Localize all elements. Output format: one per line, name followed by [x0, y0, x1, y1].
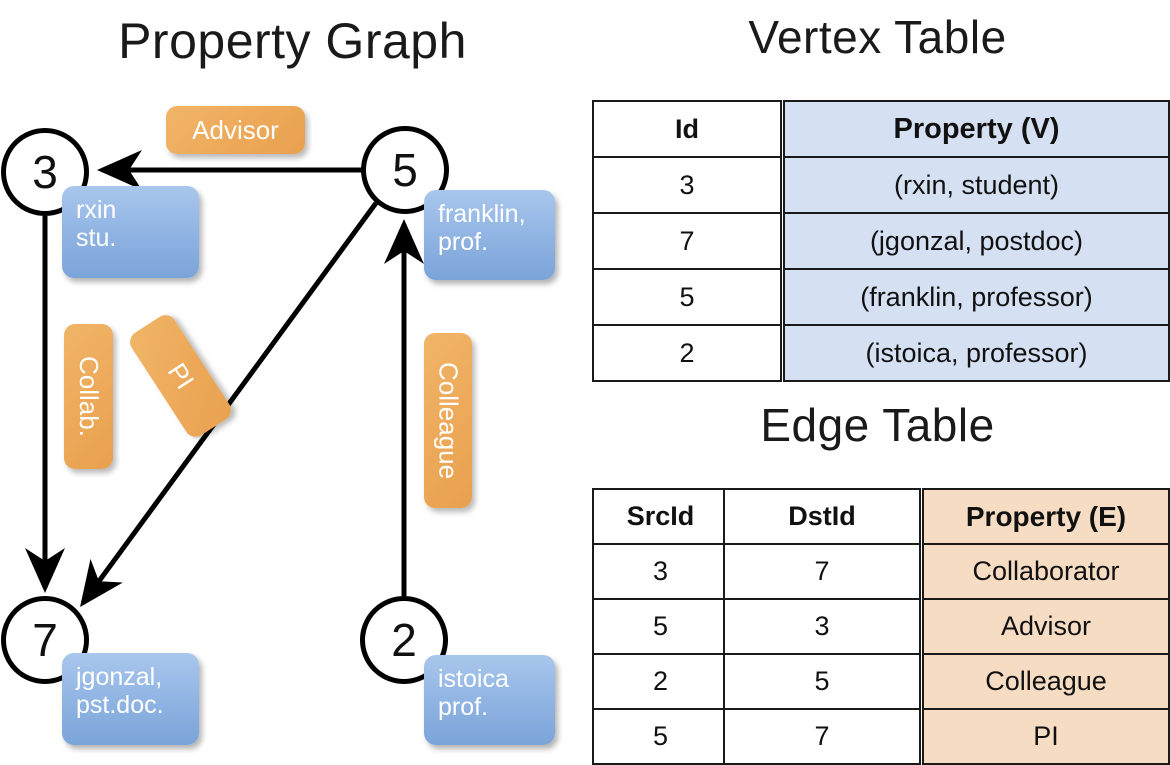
- table-header-row: SrcId: [592, 488, 729, 545]
- table-row[interactable]: (franklin, professor): [783, 268, 1170, 326]
- edge-cell-property: Advisor: [922, 598, 1170, 655]
- edge-cell-srcid: 5: [592, 708, 729, 765]
- edge-cell-dstid: 7: [723, 708, 921, 765]
- vertex-prop-line-2: pst.doc.: [76, 691, 164, 719]
- edge-label-text: Colleague: [433, 361, 464, 480]
- node-id-label: 3: [32, 146, 58, 198]
- vertex-cell-property: (jgonzal, postdoc): [783, 212, 1170, 270]
- vertex-prop-line-1: jgonzal,: [76, 663, 163, 691]
- table-row[interactable]: 5: [592, 708, 729, 765]
- table-row[interactable]: 3: [723, 598, 921, 655]
- edge-header-dstid: DstId: [723, 488, 921, 545]
- table-header-row: Property (V): [783, 100, 1170, 158]
- vertex-cell-property: (franklin, professor): [783, 268, 1170, 326]
- edge-cell-property: Colleague: [922, 653, 1170, 710]
- vertex-property-column-table: Property (V) (rxin, student) (jgonzal, p…: [783, 100, 1170, 382]
- edge-property-column-table: Property (E) Collaborator Advisor Collea…: [922, 488, 1170, 765]
- edge-cell-dstid: 3: [723, 598, 921, 655]
- graph-node-2[interactable]: 2: [360, 596, 448, 684]
- table-row[interactable]: 5: [592, 598, 729, 655]
- table-header-row: DstId: [723, 488, 921, 545]
- vertex-table-title: Vertex Table: [748, 11, 1007, 63]
- node-id-label: 7: [32, 614, 58, 666]
- vertex-prop-line-2: prof.: [438, 228, 489, 256]
- edge-cell-property: PI: [922, 708, 1170, 765]
- edge-label-text: Advisor: [192, 114, 279, 145]
- vertex-prop-line-1: franklin,: [438, 200, 526, 228]
- vertex-header-id: Id: [592, 100, 782, 158]
- vertex-cell-id: 3: [592, 156, 782, 214]
- table-header-row: Property (E): [922, 488, 1170, 545]
- edge-cell-dstid: 7: [723, 543, 921, 600]
- vertex-prop-line-2: stu.: [76, 224, 117, 252]
- vertex-cell-id: 5: [592, 268, 782, 326]
- edge-cell-srcid: 3: [592, 543, 729, 600]
- edge-header-property: Property (E): [922, 488, 1170, 545]
- node-id-label: 2: [391, 614, 417, 666]
- edge-label-text: Collab.: [74, 356, 104, 437]
- table-header-row: Id: [592, 100, 782, 158]
- edge-label-advisor[interactable]: Advisor: [166, 106, 305, 154]
- table-row[interactable]: 3: [592, 156, 782, 214]
- table-row[interactable]: (istoica, professor): [783, 324, 1170, 382]
- edge-label-collab[interactable]: Collab.: [64, 324, 113, 469]
- edge-label-colleague[interactable]: Colleague: [424, 333, 472, 508]
- edge-table-panel: Edge Table SrcId 3 5 2 5 DstId 7 3 5: [585, 385, 1170, 765]
- edge-cell-srcid: 5: [592, 598, 729, 655]
- graph-title: Property Graph: [118, 13, 467, 69]
- property-graph-panel: Property Graph 3 5 7 2 rxin stu. frankli…: [0, 0, 585, 760]
- vertex-header-property: Property (V): [783, 100, 1170, 158]
- edge-header-srcid: SrcId: [592, 488, 729, 545]
- graph-edges-canvas: [25, 150, 424, 608]
- vertex-prop-line-2: prof.: [438, 693, 489, 721]
- table-row[interactable]: 2: [592, 324, 782, 382]
- vertex-prop-line-1: istoica: [438, 665, 509, 693]
- table-row[interactable]: 5: [723, 653, 921, 710]
- vertex-property-badge-3[interactable]: rxin stu.: [62, 186, 199, 278]
- vertex-id-column-table: Id 3 7 5 2: [592, 100, 782, 382]
- table-row[interactable]: 2: [592, 653, 729, 710]
- edge-table-title: Edge Table: [760, 399, 995, 451]
- table-row[interactable]: 5: [592, 268, 782, 326]
- table-row[interactable]: 7: [723, 708, 921, 765]
- table-row[interactable]: (jgonzal, postdoc): [783, 212, 1170, 270]
- table-row[interactable]: 7: [592, 212, 782, 270]
- edge-label-text: PI: [161, 357, 201, 395]
- edge-srcid-column-table: SrcId 3 5 2 5: [592, 488, 729, 765]
- table-row[interactable]: 7: [723, 543, 921, 600]
- edge-cell-dstid: 5: [723, 653, 921, 710]
- table-row[interactable]: Colleague: [922, 653, 1170, 710]
- vertex-property-badge-7[interactable]: jgonzal, pst.doc.: [62, 653, 199, 745]
- table-row[interactable]: Collaborator: [922, 543, 1170, 600]
- vertex-cell-property: (istoica, professor): [783, 324, 1170, 382]
- vertex-cell-id: 7: [592, 212, 782, 270]
- table-row[interactable]: 3: [592, 543, 729, 600]
- vertex-cell-property: (rxin, student): [783, 156, 1170, 214]
- edge-dstid-column-table: DstId 7 3 5 7: [723, 488, 921, 765]
- edge-cell-srcid: 2: [592, 653, 729, 710]
- edge-5-7: [80, 201, 379, 608]
- vertex-property-badge-2[interactable]: istoica prof.: [424, 655, 555, 745]
- table-row[interactable]: (rxin, student): [783, 156, 1170, 214]
- edge-cell-property: Collaborator: [922, 543, 1170, 600]
- table-row[interactable]: PI: [922, 708, 1170, 765]
- vertex-prop-line-1: rxin: [76, 196, 117, 224]
- node-id-label: 5: [392, 144, 418, 196]
- graph-node-5[interactable]: 5: [361, 126, 449, 214]
- vertex-property-badge-5[interactable]: franklin, prof.: [424, 190, 555, 280]
- vertex-table-panel: Vertex Table Id 3 7 5 2 Property (V) (rx…: [585, 0, 1170, 385]
- table-row[interactable]: Advisor: [922, 598, 1170, 655]
- vertex-cell-id: 2: [592, 324, 782, 382]
